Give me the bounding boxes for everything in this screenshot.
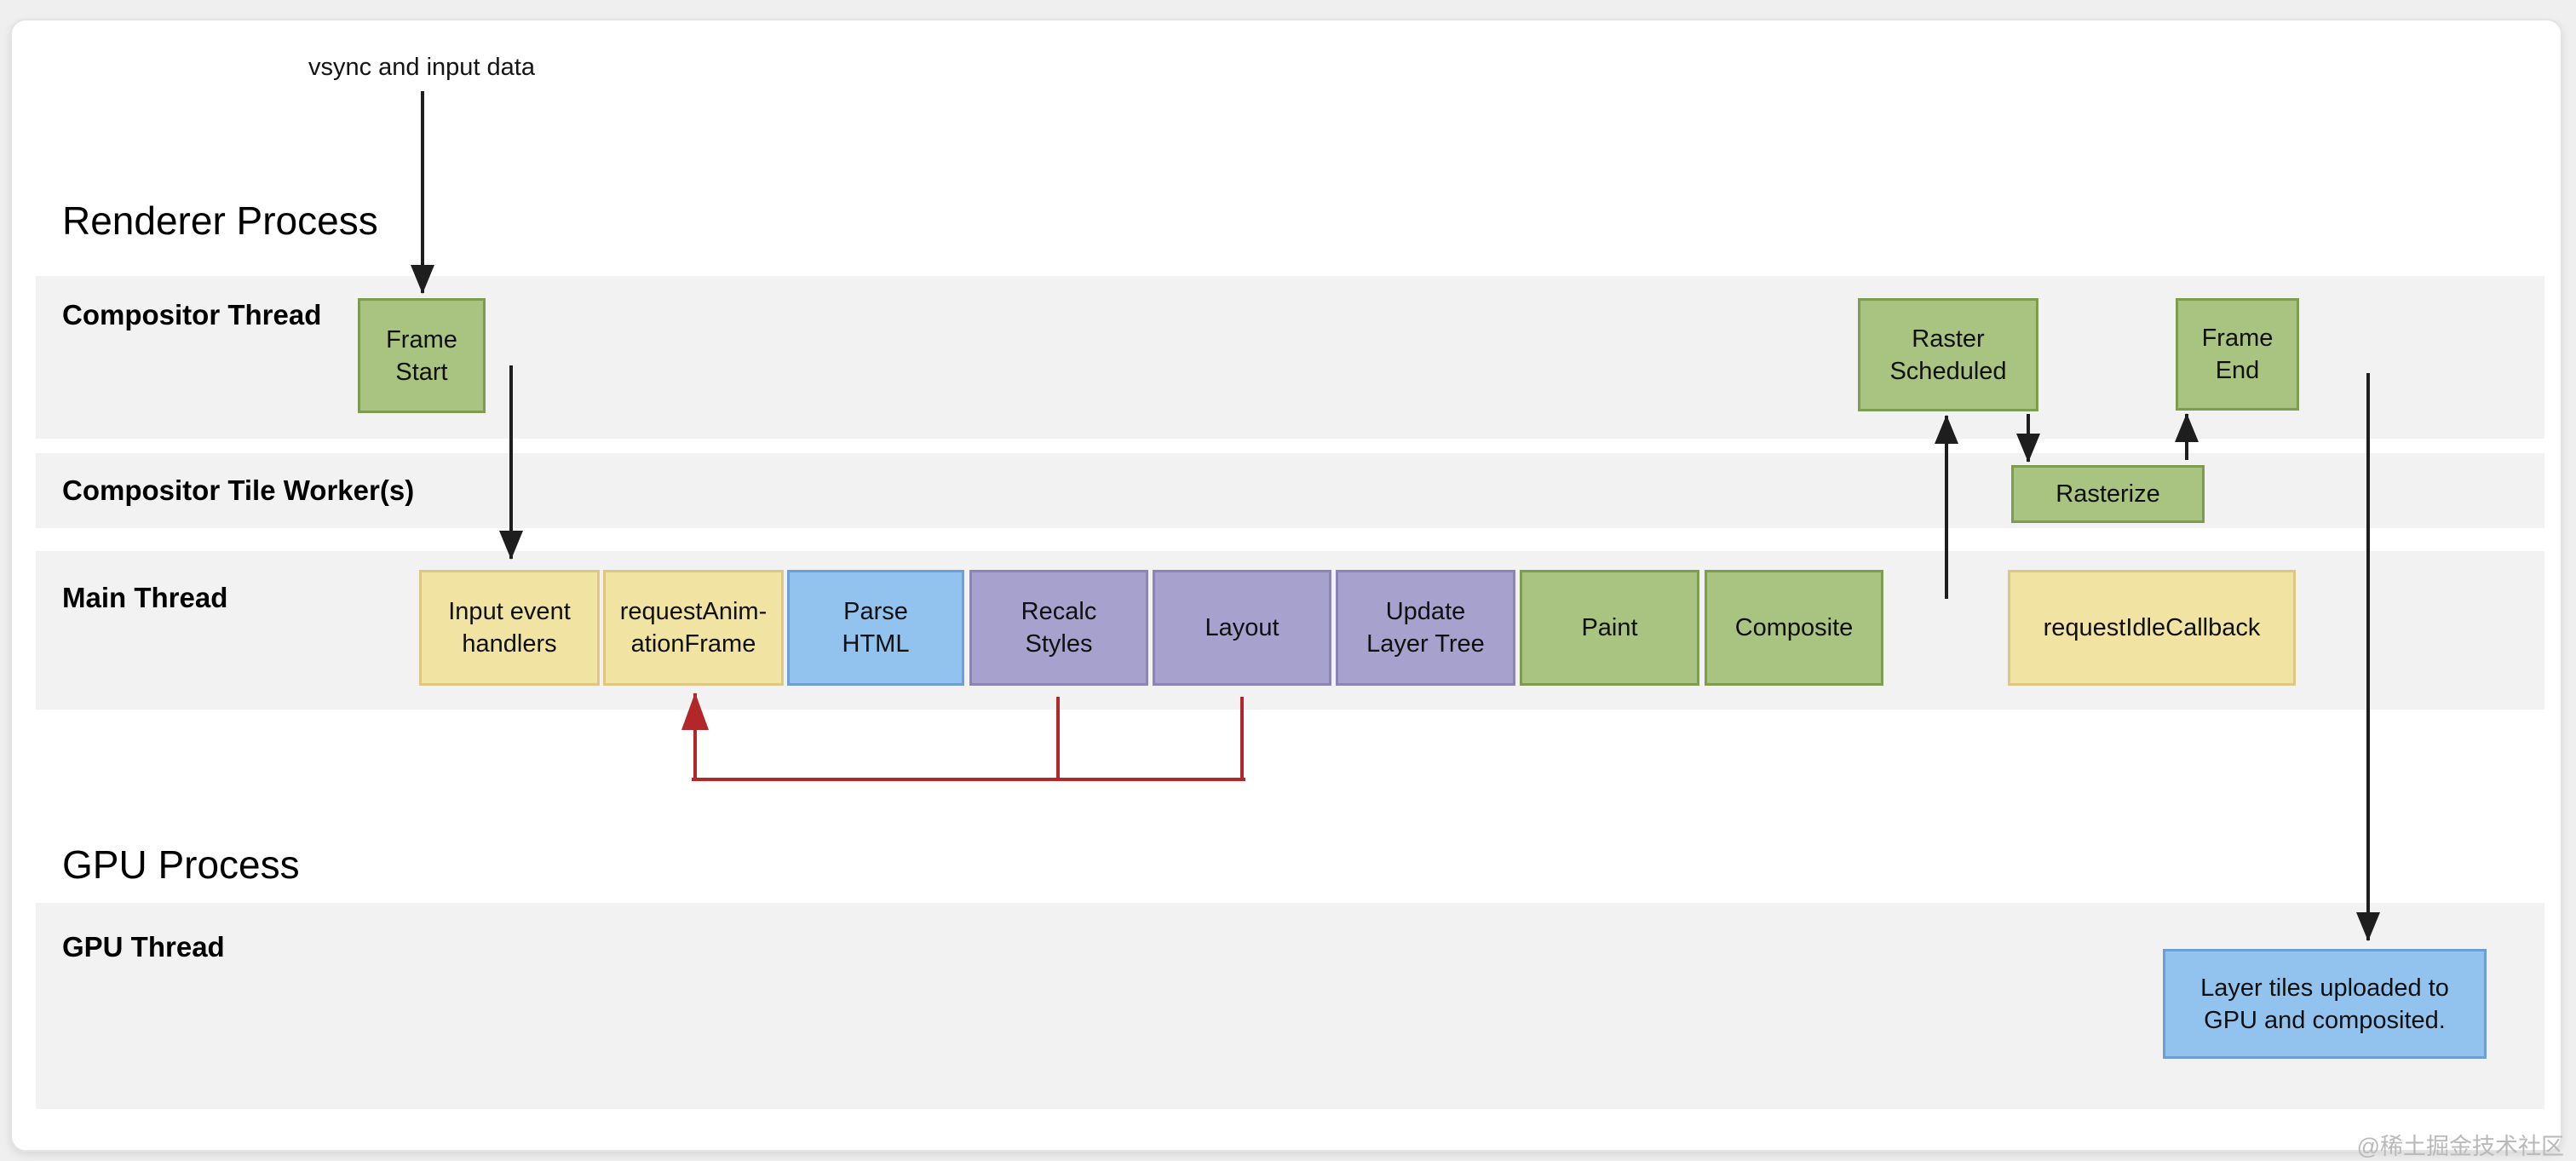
gpu-process-heading: GPU Process bbox=[62, 842, 300, 887]
node-label-line: End bbox=[2215, 357, 2260, 384]
lane-label-main-thread: Main Thread bbox=[62, 582, 228, 613]
node-label-line: requestAnim- bbox=[619, 598, 768, 625]
node-label-line: Composite bbox=[1734, 614, 1854, 641]
node-label-line: Layer Tree bbox=[1366, 630, 1485, 658]
node-label-line: Start bbox=[395, 358, 448, 386]
node-label-line: HTML bbox=[842, 630, 910, 658]
node-layout: Layout bbox=[1153, 570, 1331, 686]
node-paint: Paint bbox=[1520, 570, 1699, 686]
node-label-line: Raster bbox=[1912, 325, 1985, 353]
node-label-line: Rasterize bbox=[2056, 480, 2160, 508]
node-rasterize: Rasterize bbox=[2011, 465, 2205, 523]
node-input-event-handlers: Input event handlers bbox=[419, 570, 600, 686]
node-label-line: Scheduled bbox=[1889, 357, 2007, 385]
node-label-line: GPU and composited. bbox=[2204, 1006, 2446, 1034]
node-composite: Composite bbox=[1705, 570, 1883, 686]
node-label-line: Layout bbox=[1205, 614, 1279, 641]
lane-label-compositor-thread: Compositor Thread bbox=[62, 299, 322, 330]
node-request-idle-callback: requestIdleCallback bbox=[2008, 570, 2296, 686]
node-label-line: Frame bbox=[2201, 325, 2274, 352]
node-label-line: Styles bbox=[1025, 630, 1093, 658]
node-label-line: Layer tiles uploaded to bbox=[2200, 974, 2449, 1002]
node-label-line: requestIdleCallback bbox=[2043, 614, 2261, 641]
lane-label-gpu-thread: GPU Thread bbox=[62, 931, 225, 963]
lane-label-compositor-tile-workers: Compositor Tile Worker(s) bbox=[62, 474, 415, 506]
node-label-line: Frame bbox=[386, 325, 457, 353]
node-label-line: Input event bbox=[448, 598, 571, 625]
renderer-process-heading: Renderer Process bbox=[62, 198, 378, 243]
watermark: @稀土掘金技术社区 bbox=[2356, 1134, 2564, 1159]
node-label-line: Paint bbox=[1581, 614, 1638, 641]
node-layer-tiles-uploaded: Layer tiles uploaded to GPU and composite… bbox=[2163, 949, 2487, 1059]
node-label-line: Parse bbox=[843, 598, 908, 625]
vsync-annotation: vsync and input data bbox=[308, 54, 535, 81]
node-request-animation-frame: requestAnim-ationFrame bbox=[603, 570, 784, 686]
node-label-line: ationFrame bbox=[630, 630, 756, 658]
lane-gpu-thread bbox=[36, 903, 2544, 1109]
node-label-line: Update bbox=[1385, 598, 1466, 625]
node-label-line: Recalc bbox=[1021, 598, 1097, 625]
node-label-line: handlers bbox=[462, 630, 557, 658]
